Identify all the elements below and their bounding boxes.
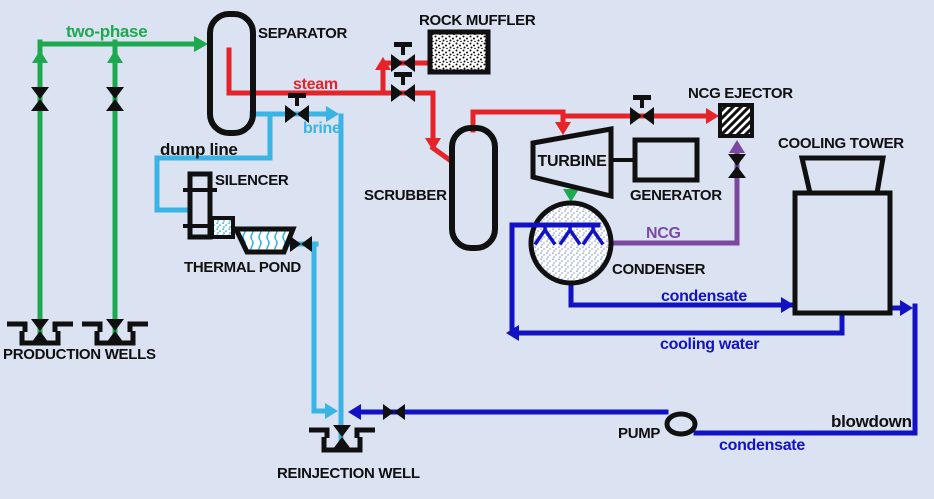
valve-pond-outlet [290, 236, 312, 252]
label-condensate-to-tower: condensate [661, 288, 747, 305]
label-brine: brine [303, 120, 341, 137]
silencer-body [187, 171, 213, 240]
flow-arrow-steam-into-scrubber [425, 138, 441, 151]
flow-arrow-ncg-into-ejector [729, 140, 745, 153]
pipe-steam-to-rock-muffler [380, 60, 431, 96]
valve-wellhead-2 [106, 319, 124, 343]
label-turbine: TURBINE [537, 153, 607, 170]
valve-reinjection-wellhead [333, 425, 351, 449]
label-generator: GENERATOR [630, 187, 722, 204]
valve-wellhead-1 [31, 319, 49, 343]
turbine-shape [530, 126, 614, 200]
pipe-ncg [608, 143, 740, 246]
label-dump-line: dump line [160, 140, 238, 159]
flow-arrow-blowdown-out [900, 300, 913, 316]
label-two-phase: two-phase [66, 22, 147, 41]
pipe-dump-line [154, 111, 273, 213]
flow-arrow-condensate-into-tower [781, 297, 794, 313]
flow-arrow-two-phase-into-separator [194, 36, 208, 52]
condenser-vessel [528, 200, 614, 286]
flow-arrow-steam-into-ejector [706, 108, 719, 124]
label-ncg-ejector: NCG EJECTOR [688, 85, 793, 102]
label-cooling-tower: COOLING TOWER [778, 135, 904, 152]
flow-arrow-steam-to-muffler [375, 57, 391, 70]
label-ncg: NCG [646, 225, 681, 242]
label-steam: steam [293, 76, 338, 93]
label-condensate-to-pump: condensate [719, 437, 805, 454]
flow-arrow-into-reinjection-left [348, 404, 361, 420]
flow-arrow-pond-into-reinjection [325, 403, 338, 419]
label-separator: SEPARATOR [258, 25, 347, 42]
label-pump: PUMP [618, 425, 660, 442]
flow-arrow-well-2-up [107, 50, 123, 63]
pipe-cooling-water-return [515, 310, 845, 336]
pipe-steam-main [226, 47, 436, 147]
flow-arrow-well-1-up [32, 50, 48, 63]
cooling-tower-fan-stack [798, 155, 886, 196]
valve-well-2-riser [106, 87, 124, 111]
flow-arrow-cooling-water-left [506, 325, 519, 341]
pump-symbol [664, 411, 698, 437]
label-reinjection-well: REINJECTION WELL [277, 465, 420, 482]
valve-brine-line [285, 93, 309, 123]
label-condenser: CONDENSER [612, 261, 706, 278]
valve-steam-main [391, 72, 415, 102]
pipe-steam-into-scrubber [429, 144, 455, 165]
label-production-wells: PRODUCTION WELLS [3, 346, 156, 363]
silencer-outlet-box [210, 216, 235, 239]
valve-well-1-riser [31, 87, 49, 111]
label-scrubber: SCRUBBER [364, 187, 447, 204]
ncg-ejector-box [718, 103, 754, 138]
valve-rock-muffler-line [391, 42, 415, 72]
reinjection-wellhead [309, 427, 375, 453]
flow-arrow-steam-into-turbine [555, 122, 571, 135]
pipe-condensate-to-tower [568, 278, 793, 308]
label-silencer: SILENCER [215, 172, 289, 189]
rock-muffler-box [427, 29, 491, 75]
label-cooling-water: cooling water [660, 336, 759, 353]
flow-arrow-turbine-to-condenser [563, 189, 579, 202]
label-thermal-pond: THERMAL POND [184, 259, 301, 276]
scrubber-vessel [449, 125, 498, 251]
separator-vessel [207, 11, 256, 136]
flow-arrow-brine-right [326, 106, 339, 122]
generator-box [632, 137, 700, 183]
valve-reinjection-line [383, 404, 405, 420]
cooling-tower-body [792, 190, 893, 316]
condenser-spray-nozzles-over [533, 223, 605, 246]
label-blowdown: blowdown [831, 412, 912, 431]
valve-ncg-line [728, 154, 746, 178]
pipe-steam-scrubber-to-ejector [470, 109, 715, 133]
thermal-pond [232, 226, 297, 255]
valve-steam-to-ejector [630, 95, 654, 125]
label-rock-muffler: ROCK MUFFLER [419, 12, 536, 29]
